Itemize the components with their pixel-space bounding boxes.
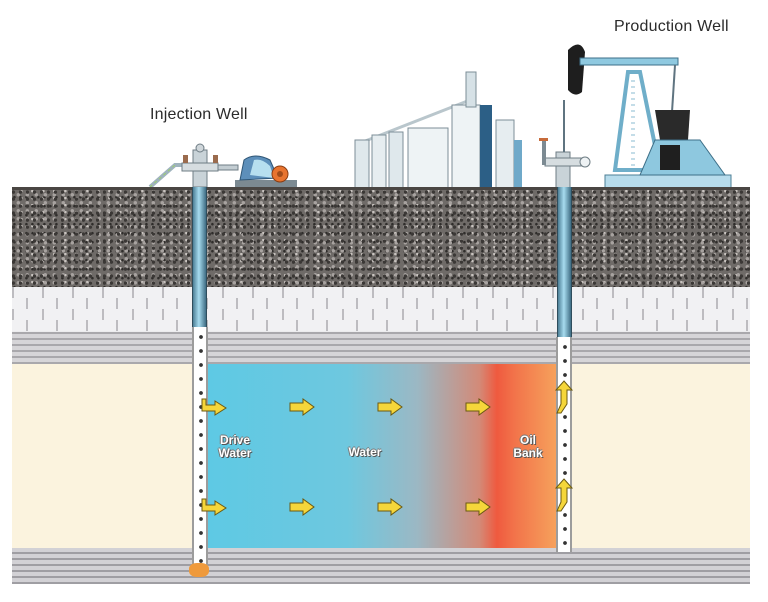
production-well-perforations [556,337,572,552]
flow-arrow-right [377,498,403,516]
flood-front-zone [208,364,556,548]
topsoil-layer [12,190,750,290]
injection-well-label: Injection Well [150,106,248,123]
limestone-layer [12,287,750,332]
upper-shale-layer [12,332,750,364]
flow-arrow-right [465,398,491,416]
flow-arrow-right [377,398,403,416]
flow-arrow-right [289,398,315,416]
lower-shale-layer [12,548,750,584]
injection-well-perforations [192,327,208,565]
injection-pump [235,155,297,188]
water-label: Water [348,445,382,459]
production-well-casing [557,187,572,337]
flow-arrow-right [465,498,491,516]
flow-arrow-right [289,498,315,516]
injection-wellhead [181,143,239,188]
injection-well-casing [192,187,207,327]
flow-arrow-right [201,398,227,416]
flow-arrow-right [201,498,227,516]
production-wellhead [539,100,591,189]
flow-arrow-up [555,478,573,512]
pumpjack [568,44,732,189]
injection-well-bottom-plug [189,563,209,577]
oil-bank-label: Oil Bank [513,433,543,460]
surface-equipment [148,44,732,191]
drive-water-label: Drive Water [218,433,252,460]
separator-tanks [354,71,522,191]
production-well-label: Production Well [614,18,729,35]
ground-surface [12,187,750,192]
flow-arrow-up [555,380,573,414]
